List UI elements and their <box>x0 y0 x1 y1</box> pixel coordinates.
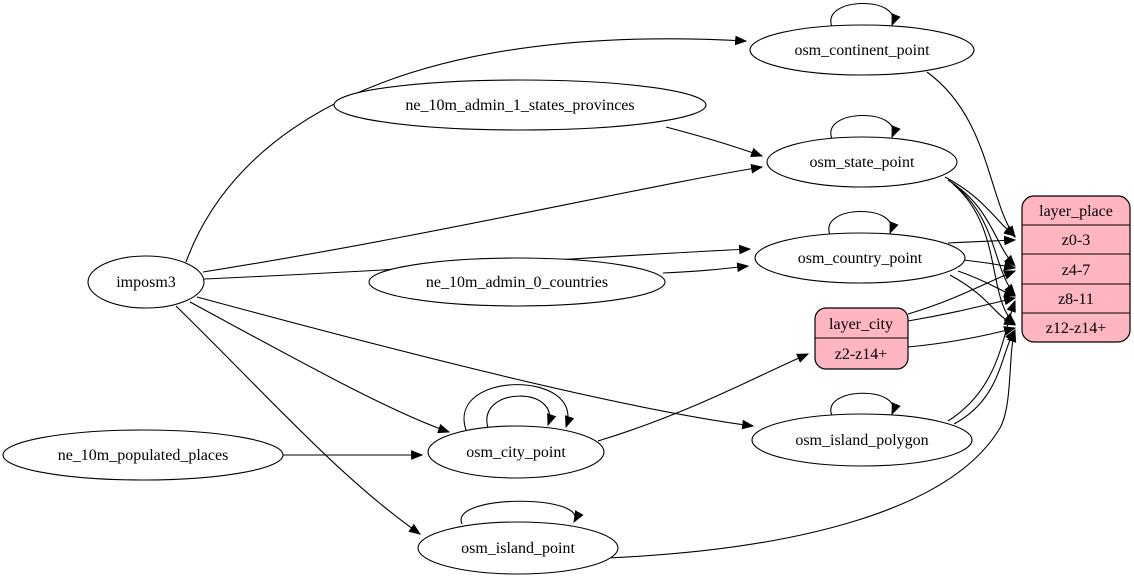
node-osm_island_polygon-shape <box>751 413 973 467</box>
node-osm_city_point-shape <box>427 425 605 479</box>
node-osm_continent_point-shape <box>749 24 975 76</box>
node-ne_10m_populated_places-label: ne_10m_populated_places <box>58 447 229 464</box>
edge-osm_country_point-z0-3 <box>947 235 1017 246</box>
node-ne_10m_admin_0_countries: ne_10m_admin_0_countries <box>368 257 666 307</box>
edge-osm_city_point-layer_city <box>597 353 810 442</box>
layer_place-row-z8-11: z8-11 <box>1058 291 1094 308</box>
layer_place-row-z12-z14: z12-z14+ <box>1046 320 1107 337</box>
node-osm_state_point-label: osm_state_point <box>810 154 915 171</box>
node-imposm3: imposm3 <box>87 255 205 309</box>
node-ne_10m_admin_0_countries-label: ne_10m_admin_0_countries <box>426 274 608 291</box>
layer_place-title: layer_place <box>1039 203 1113 220</box>
edge-ne_10m_admin_0_countries-osm_country_point <box>662 262 750 274</box>
edge-osm_state_point-z12-z14 <box>952 183 1016 325</box>
node-ne_10m_populated_places-shape <box>2 429 284 481</box>
node-osm_country_point-label: osm_country_point <box>798 250 923 267</box>
node-ne_10m_admin_1_states_provinces: ne_10m_admin_1_states_provinces <box>333 79 707 131</box>
edges <box>175 3 1017 559</box>
edge-ne_10m_admin_1_states_provinces-osm_state_point <box>665 126 764 158</box>
edge-osm_state_point-z8-11 <box>950 181 1016 296</box>
edge-layer_city-z8-11 <box>907 295 1017 322</box>
layer_city-row-z2-z14: z2-z14+ <box>835 346 888 363</box>
node-osm_state_point: osm_state_point <box>766 136 958 188</box>
edge-imposm3-osm_continent_point <box>185 35 748 263</box>
selfloop-osm_island_polygon <box>830 392 901 417</box>
edge-layer_city-z4-7 <box>907 270 1017 315</box>
node-imposm3-label: imposm3 <box>116 274 176 291</box>
node-ne_10m_admin_1_states_provinces-label: ne_10m_admin_1_states_provinces <box>405 97 634 114</box>
node-osm_continent_point-label: osm_continent_point <box>794 42 930 59</box>
edge-layer_city-z12-z14 <box>907 326 1017 348</box>
edge-osm_country_point-z8-11 <box>957 270 1017 297</box>
node-layer_place-shape <box>1021 195 1131 343</box>
edge-imposm3-osm_island_polygon <box>196 296 755 430</box>
edge-imposm3-osm_island_point <box>175 305 421 535</box>
layer_place-row-z4-7: z4-7 <box>1062 262 1090 279</box>
selfloop-osm_state_point <box>830 115 901 140</box>
selfloop-osm_country_point <box>828 211 899 236</box>
edge-osm_country_point-z4-7 <box>962 259 1017 271</box>
layer_city-title: layer_city <box>829 316 893 333</box>
node-ne_10m_admin_1_states_provinces-shape <box>333 79 707 131</box>
edge-osm_island_point-z12-z14 <box>606 329 1017 559</box>
node-imposm3-shape <box>87 255 205 309</box>
edge-osm_state_point-z0-3 <box>944 176 1016 237</box>
edge-osm_island_polygon-z8-11 <box>947 299 1016 422</box>
node-osm_island_polygon-label: osm_island_polygon <box>795 432 928 449</box>
node-ne_10m_admin_0_countries-shape <box>368 257 666 307</box>
node-osm_country_point-shape <box>754 232 966 284</box>
node-layer_place: layer_place z0-3 z4-7 z8-11 z12-z14+ <box>1021 195 1131 343</box>
node-osm_country_point: osm_country_point <box>754 232 966 284</box>
node-osm_city_point: osm_city_point <box>427 425 605 479</box>
edge-imposm3-osm_state_point <box>202 163 764 273</box>
selfloop-osm_island_point <box>460 500 584 525</box>
selfloop-osm_continent_point <box>830 3 901 28</box>
node-osm_continent_point: osm_continent_point <box>749 24 975 76</box>
node-osm_island_point: osm_island_point <box>417 521 619 575</box>
selfloop-osm_city_point-inner <box>486 395 557 429</box>
layer_place-row-z0-3: z0-3 <box>1062 232 1090 249</box>
node-osm_island_point-label: osm_island_point <box>461 540 575 557</box>
edge-osm_state_point-z4-7 <box>947 179 1016 267</box>
edge-osm_continent_point-z0-3 <box>926 71 1016 238</box>
node-osm_island_point-shape <box>417 521 619 575</box>
node-layer_city: layer_city z2-z14+ <box>814 307 909 370</box>
node-osm_state_point-shape <box>766 136 958 188</box>
node-ne_10m_populated_places: ne_10m_populated_places <box>2 429 284 481</box>
selfloop-osm_city_point-outer <box>463 384 575 431</box>
node-osm_island_polygon: osm_island_polygon <box>751 413 973 467</box>
edge-imposm3-osm_city_point <box>189 301 451 434</box>
node-osm_city_point-label: osm_city_point <box>466 444 566 461</box>
